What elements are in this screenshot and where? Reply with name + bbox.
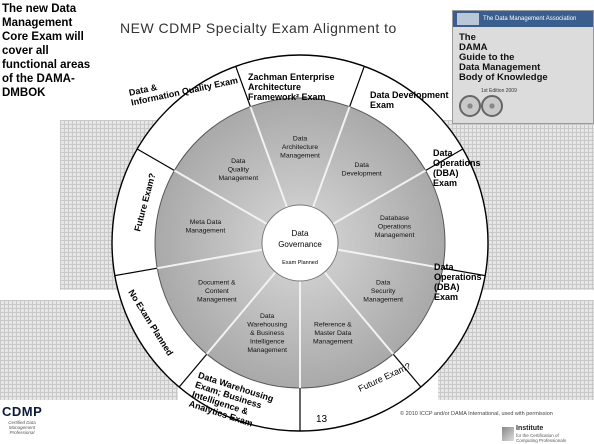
segment-divider <box>249 106 288 208</box>
exam-divider <box>442 267 486 277</box>
exam-divider <box>178 353 208 388</box>
dmbok-book-cover: The Data Management Association The DAMA… <box>452 10 594 124</box>
segment-divider <box>323 271 394 355</box>
inner-spokes <box>157 106 443 388</box>
exam-divider <box>235 66 251 107</box>
segment-divider <box>173 169 268 225</box>
icpp-mark-icon <box>502 427 514 441</box>
intro-text: The new Data Management Core Exam will c… <box>2 3 91 99</box>
slide-title: NEW CDMP Specialty Exam Alignment to <box>120 20 397 36</box>
segment-divider <box>332 169 427 225</box>
book-edition: 1st Edition 2009 <box>481 88 517 94</box>
disc-icon <box>481 95 503 117</box>
exam-divider <box>114 267 158 277</box>
outer-spokes <box>114 66 486 431</box>
exam-divider <box>349 66 365 107</box>
segment-divider <box>157 248 263 270</box>
icpp-logo-sub: for the Certification of Computing Profe… <box>516 433 567 443</box>
page-number: 13 <box>316 414 328 425</box>
segment-divider <box>337 248 443 270</box>
book-header: The Data Management Association <box>453 11 593 27</box>
segment-divider <box>206 271 277 355</box>
icpp-logo-word: Institute <box>516 425 544 432</box>
exam-divider <box>392 353 422 388</box>
exam-label-zachman: Zachman Enterprise Architecture Framewor… <box>248 72 335 102</box>
icpp-logo: Institute for the Certification of Compu… <box>500 425 594 444</box>
dama-logo-icon <box>457 13 479 25</box>
center-line2: Governance <box>278 240 322 249</box>
exam-label-dba-upper: Data Operations (DBA) Exam <box>433 148 481 188</box>
cdmp-logo: CDMP Certified Data Management Professio… <box>2 400 42 442</box>
center-note: Exam Planned <box>282 260 318 266</box>
copyright-note: © 2010 ICCP and/or DAMA International, u… <box>400 411 553 417</box>
exam-label-data-development: Data Development Exam <box>370 90 449 110</box>
center-line1: Data <box>292 229 309 238</box>
exam-divider <box>425 148 464 172</box>
center-circle <box>261 204 339 282</box>
segment-divider <box>312 106 351 208</box>
disc-icon <box>459 95 481 117</box>
cdmp-logo-word: CDMP <box>2 404 43 419</box>
exam-divider <box>136 148 175 172</box>
exam-label-dba-lower: Data Operations (DBA) Exam <box>434 262 482 302</box>
book-title: The DAMA Guide to the Data Management Bo… <box>459 32 548 83</box>
cdmp-logo-sub: Certified Data Management Professional <box>8 420 36 435</box>
